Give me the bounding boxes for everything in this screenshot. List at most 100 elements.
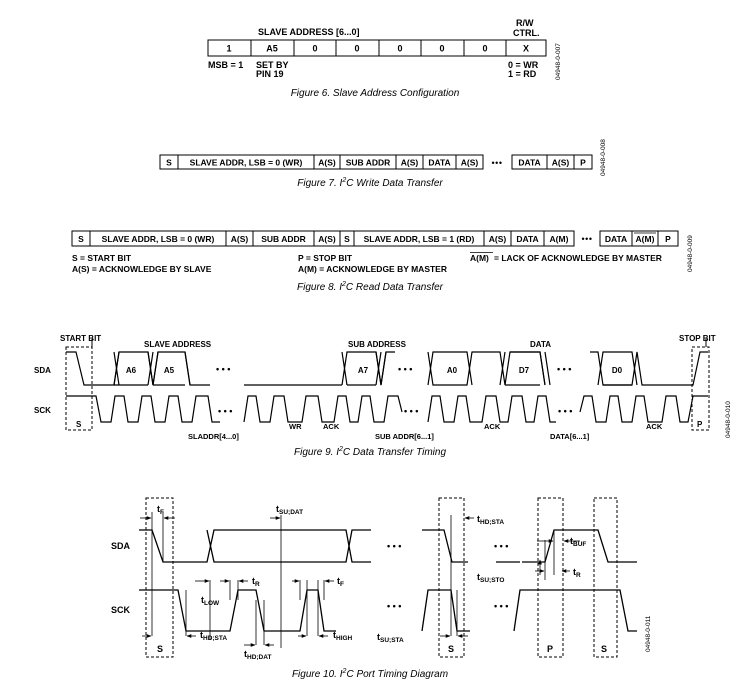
ellipsis: • • •: [216, 364, 230, 374]
register-bit-cell: 1: [226, 44, 231, 54]
rw-header-line2: CTRL.: [513, 28, 540, 38]
frame-cell: A(S): [489, 234, 507, 244]
frame-cell: A(M): [550, 234, 569, 244]
rw-header-line1: R/W: [516, 18, 534, 28]
frame-cell: P: [580, 158, 586, 168]
figure-6: SLAVE ADDRESS [6...0] R/W CTRL. 1 A5 0 0…: [207, 18, 562, 99]
bit-label: A0: [447, 366, 458, 375]
start-condition-box: [438, 497, 465, 658]
legend-stop-bit: P = STOP BIT: [298, 253, 353, 263]
sck-label: SCK: [34, 406, 51, 415]
figure-9: [65, 339, 710, 431]
sck-waveform: [139, 589, 336, 632]
slave-address-header: SLAVE ADDRESS [6...0]: [258, 27, 360, 37]
ellipsis: •••: [582, 234, 593, 244]
start-bit-label: START BIT: [60, 334, 101, 343]
sda-waveform: [139, 529, 371, 563]
frame-cell: A(S): [231, 234, 249, 244]
stop-p-label: P: [547, 644, 553, 654]
write-transfer-frame: [159, 154, 484, 170]
start-s-label: S: [601, 644, 607, 654]
ellipsis: •••: [492, 158, 503, 168]
frame-cell: SLAVE ADDR, LSB = 0 (WR): [190, 158, 303, 168]
tr-label: tR: [252, 576, 260, 588]
msb-note: MSB = 1: [208, 60, 243, 70]
register-bit-cell: 0: [312, 44, 317, 54]
tf-label: tF: [337, 576, 344, 588]
ellipsis: • • •: [494, 541, 508, 551]
sck-label: SCK: [111, 605, 131, 615]
thdsta-label: tHD;STA: [477, 514, 504, 526]
legend-ack-master: A(M) = ACKNOWLEDGE BY MASTER: [298, 264, 447, 274]
set-by-line1: SET BY: [256, 60, 289, 70]
frame-cell: A(S): [318, 234, 336, 244]
figure-8: S SLAVE ADDR, LSB = 0 (WR) A(S) SUB ADDR…: [71, 230, 694, 293]
start-condition-box: [593, 497, 618, 658]
frame-cell: A(S): [318, 158, 336, 168]
start-condition-box: [145, 497, 174, 658]
read-transfer-frame: [71, 230, 575, 247]
bit-label: A5: [164, 366, 175, 375]
legend-nack-text: = LACK OF ACKNOWLEDGE BY MASTER: [494, 253, 662, 263]
legend-nack-symbol: A(M): [470, 253, 489, 263]
frame-cell: SUB ADDR: [346, 158, 391, 168]
slave-address-label: SLAVE ADDRESS: [144, 340, 212, 349]
sck-waveform: [66, 395, 220, 423]
rw-read-value: 1 = RD: [508, 69, 537, 79]
figure-code: 04948-0-010: [725, 401, 732, 438]
frame-cell: A(S): [461, 158, 479, 168]
register-bit-cell: X: [523, 44, 529, 54]
bit-label: A6: [126, 366, 137, 375]
figure-code: 04948-0-008: [600, 139, 607, 176]
figure-10-caption: Figure 10. I2C Port Timing Diagram: [292, 668, 448, 680]
frame-cell: S: [344, 234, 350, 244]
start-s-label: S: [448, 644, 454, 654]
stop-p-label: P: [697, 420, 703, 429]
figure-7-caption: Figure 7. I2C Write Data Transfer: [297, 177, 443, 189]
start-bit-box: [65, 346, 93, 431]
figure-7: S SLAVE ADDR, LSB = 0 (WR) A(S) SUB ADDR…: [159, 139, 607, 189]
figure-code: 04948-0-009: [687, 235, 694, 272]
tf-label: tF: [157, 504, 164, 516]
frame-cell: P: [665, 234, 671, 244]
frame-cell: SLAVE ADDR, LSB = 1 (RD): [364, 234, 475, 244]
sladdr-range-label: SLADDR[4...0]: [188, 432, 239, 441]
legend-start-bit: S = START BIT: [72, 253, 132, 263]
slave-address-register: [207, 39, 547, 57]
sub-address-label: SUB ADDRESS: [348, 340, 407, 349]
figure-code: 04948-0-007: [555, 43, 562, 80]
ack-label: ACK: [646, 422, 663, 431]
frame-cell: SLAVE ADDR, LSB = 0 (WR): [102, 234, 215, 244]
ellipsis: • • •: [218, 406, 232, 416]
ack-label: ACK: [323, 422, 340, 431]
set-by-line2: PIN 19: [256, 69, 284, 79]
ellipsis: • • •: [387, 601, 401, 611]
tsusta-label: tSU;STA: [377, 632, 404, 644]
frame-cell: A(S): [401, 158, 419, 168]
register-bit-cell: 0: [439, 44, 444, 54]
data-range-label: DATA[6...1]: [550, 432, 590, 441]
figure-code: 04948-0-011: [645, 615, 652, 652]
frame-cell: DATA: [428, 158, 450, 168]
sda-label: SDA: [111, 541, 131, 551]
frame-cell: SUB ADDR: [261, 234, 306, 244]
ellipsis: • • •: [557, 364, 571, 374]
register-bit-cell: 0: [482, 44, 487, 54]
stop-bit-box: [691, 346, 710, 431]
frame-cell: S: [78, 234, 84, 244]
thigh-label: tHIGH: [333, 630, 353, 642]
ellipsis: • • •: [387, 541, 401, 551]
bit-label: D7: [519, 366, 530, 375]
frame-cell: S: [166, 158, 172, 168]
figure-10: [139, 497, 637, 658]
legend-ack-slave: A(S) = ACKNOWLEDGE BY SLAVE: [72, 264, 212, 274]
figure-9-caption: Figure 9. I2C Data Transfer Timing: [294, 446, 446, 458]
wr-label: WR: [289, 422, 302, 431]
stop-condition-box: [537, 497, 564, 658]
figure-9-labels: START BIT STOP BIT SLAVE ADDRESS SUB ADD…: [34, 334, 732, 458]
thddat-label: tHD;DAT: [244, 649, 271, 661]
frame-cell: A(M): [636, 234, 655, 244]
tlow-label: tLOW: [201, 595, 220, 607]
figure-6-caption: Figure 6. Slave Address Configuration: [291, 88, 460, 99]
thdsta-label: tHD;STA: [200, 630, 227, 642]
